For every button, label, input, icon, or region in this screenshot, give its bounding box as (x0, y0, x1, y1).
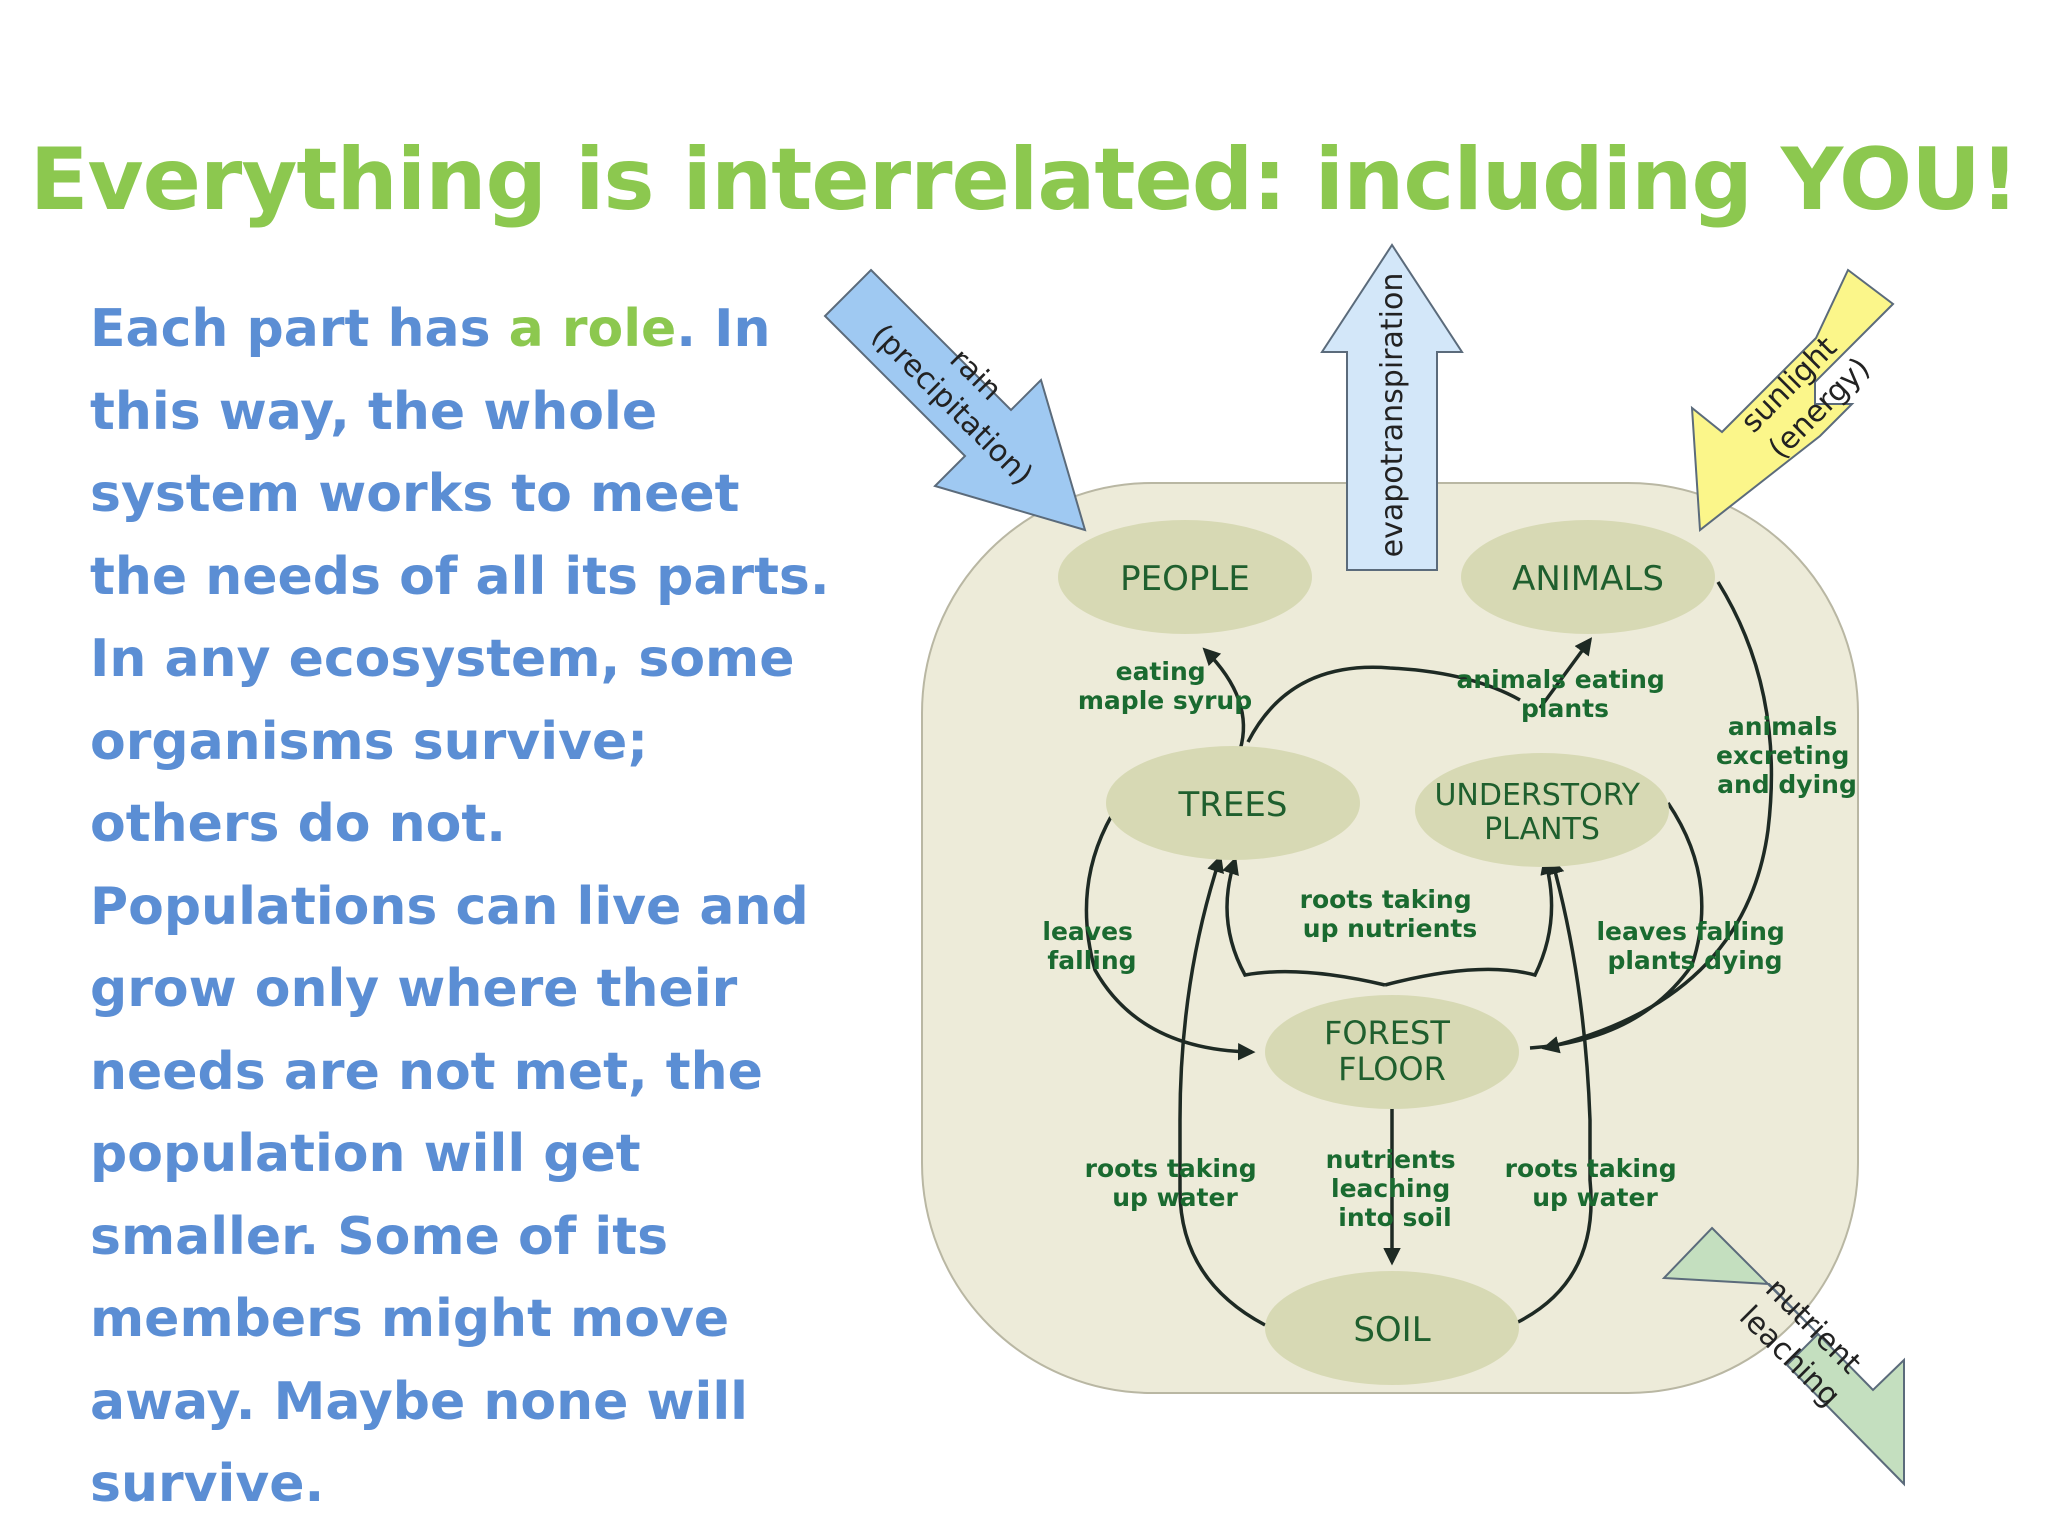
node-animals: ANIMALS (1461, 520, 1715, 634)
label-into-soil: into soil (1338, 1203, 1451, 1232)
arrow-to-animals (1246, 665, 1521, 743)
node-soil: SOIL (1265, 1271, 1519, 1385)
label-plants-dying: plants dying (1607, 946, 1782, 975)
svg-text:leaves falling: leaves falling (1042, 917, 1141, 975)
label-and-dying: and dying (1717, 770, 1857, 799)
flow-arrows (1084, 581, 1774, 1327)
evapotranspiration-arrow: evapotranspiration (1320, 243, 1464, 571)
label-roots-taking-water-right: roots taking (1505, 1154, 1677, 1183)
node-animals-label: ANIMALS (1512, 559, 1664, 599)
svg-text:eating maple syrup: eating maple syrup (1078, 657, 1252, 715)
label-plants: plants (1521, 694, 1609, 723)
svg-text:roots taking up water: roots taking up water (1085, 1154, 1266, 1212)
arrow-leaves-falling (1084, 804, 1256, 1061)
svg-text:UNDERSTORY PLANTS: UNDERSTORY PLANTS (1434, 778, 1649, 847)
slide-title: Everything is interrelated: including YO… (29, 130, 2019, 230)
label-roots-taking-water-left: roots taking (1085, 1154, 1257, 1183)
label-up-water-right: up water (1532, 1183, 1658, 1212)
label-animals: animals (1728, 712, 1838, 741)
node-understory-plants: UNDERSTORY PLANTS (1415, 753, 1669, 867)
svg-text:nutrients leaching: nutrients leaching into soil (1326, 1145, 1465, 1232)
node-forest-floor: FOREST FLOOR (1265, 995, 1519, 1109)
label-nutrients: nutrients (1326, 1145, 1456, 1174)
svg-text:animals excreting: animals excreting and dying (1716, 712, 1858, 799)
label-falling: falling (1047, 946, 1136, 975)
label-eating: eating (1116, 657, 1206, 686)
arrow-plants-dying (1529, 802, 1704, 1050)
svg-text:roots taking up nutrient: roots taking up nutrients (1300, 885, 1481, 943)
label-leaves: leaves (1042, 917, 1133, 946)
node-people-label: PEOPLE (1120, 559, 1250, 599)
label-excreting: excreting (1716, 741, 1849, 770)
arrow-floor-to-understory (1384, 856, 1558, 987)
label-roots-taking-nutrients: roots taking (1300, 885, 1472, 914)
body-highlight-role: a role (508, 299, 677, 359)
svg-text:leaves falling plants dy: leaves falling plants dying (1596, 917, 1793, 975)
node-floor-label: FLOOR (1338, 1050, 1446, 1088)
flow-labels: eating maple syrup animals eating plants… (1042, 657, 1858, 1232)
label-leaves-falling: leaves falling (1596, 917, 1784, 946)
node-trees-label: TREES (1178, 785, 1288, 825)
svg-text:animals eating plants: animals eating plants (1456, 665, 1673, 723)
arrow-floor-to-trees (1222, 856, 1386, 987)
label-maple-syrup: maple syrup (1078, 686, 1252, 715)
label-leaching: leaching (1331, 1174, 1450, 1203)
body-text-part2: . In this way, the whole system works to… (90, 299, 830, 1514)
arrow-soil-to-trees-left (1178, 854, 1266, 1327)
svg-text:FOREST FLOOR: FOREST FLOOR (1324, 1014, 1460, 1088)
node-trees: TREES (1106, 746, 1360, 860)
node-forest-label: FOREST (1324, 1014, 1450, 1052)
label-up-nutrients: up nutrients (1303, 914, 1477, 943)
sunlight-arrow: sunlight (energy) (1690, 268, 1895, 532)
body-paragraph: Each part has a role. In this way, the w… (90, 288, 850, 1526)
node-soil-label: SOIL (1353, 1310, 1430, 1350)
label-animals-eating: animals eating (1456, 665, 1664, 694)
node-plants-label: PLANTS (1484, 812, 1600, 847)
body-text-part1: Each part has (90, 299, 509, 359)
arrow-trees-to-people (1202, 647, 1246, 751)
rain-arrow: rain (precipitation) (823, 268, 1087, 532)
node-people: PEOPLE (1058, 520, 1312, 634)
precipitation-label: (precipitation) (865, 318, 1040, 493)
svg-text:roots taking up water: roots taking up water (1505, 1154, 1686, 1212)
node-understory-label: UNDERSTORY (1434, 778, 1640, 813)
arrow-soil-to-understory-right (1517, 856, 1593, 1324)
evapotranspiration-label: evapotranspiration (1375, 273, 1410, 558)
arrow-understory-to-animals (1538, 637, 1593, 710)
label-up-water-left: up water (1112, 1183, 1238, 1212)
